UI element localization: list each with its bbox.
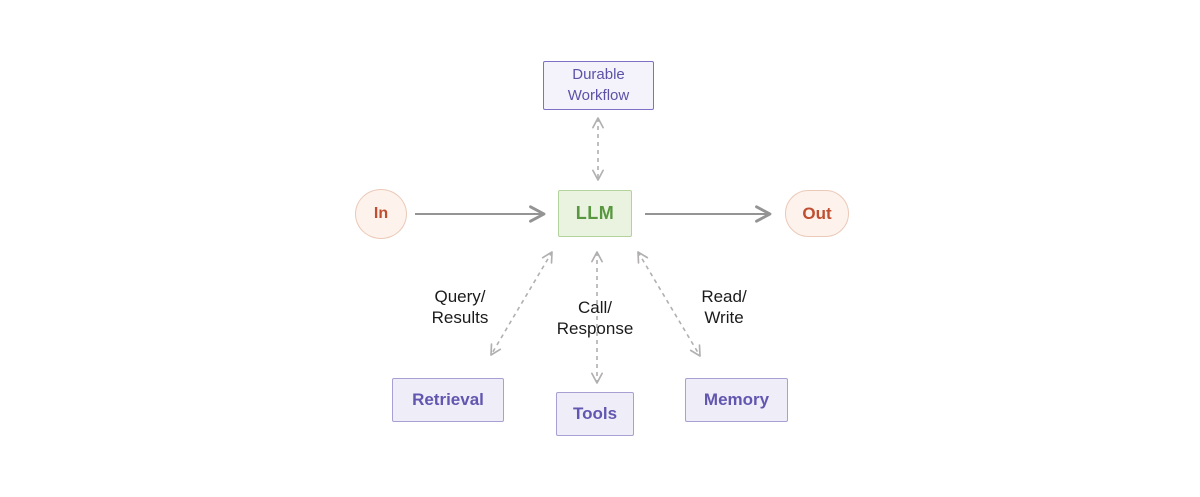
query-results-edge-label: Query/ Results: [431, 287, 489, 327]
durable-workflow-node: Durable Workflow: [543, 61, 654, 110]
retrieval-node: Retrieval: [392, 378, 504, 422]
out-node: Out: [785, 190, 849, 237]
read-write-edge-label: Read/ Write: [701, 287, 747, 327]
call-response-edge-label: Call/ Response: [556, 298, 634, 338]
in-node: In: [355, 189, 407, 239]
in-label: In: [373, 205, 389, 222]
llm-label: LLM: [575, 203, 615, 223]
memory-label: Memory: [703, 390, 770, 409]
memory-node: Memory: [685, 378, 788, 422]
llm-node: LLM: [558, 190, 632, 237]
durable-workflow-label: Durable Workflow: [567, 66, 630, 104]
out-label: Out: [802, 203, 832, 223]
tools-node: Tools: [556, 392, 634, 436]
retrieval-label: Retrieval: [412, 390, 484, 409]
tools-label: Tools: [572, 404, 618, 423]
edge-llm-retrieval: [490, 251, 553, 356]
